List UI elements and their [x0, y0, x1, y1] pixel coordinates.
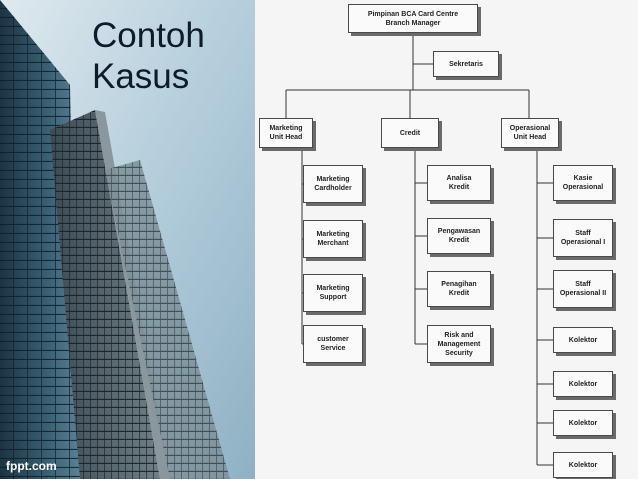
building-background-image — [0, 0, 255, 479]
node-department-1: Marketing Unit Head — [259, 118, 313, 148]
node-dept-3-child-7: Kolektor — [553, 452, 613, 478]
node-dept-2-child-2: Pengawasan Kredit — [427, 218, 491, 254]
node-dept-1-child-3: Marketing Support — [303, 274, 363, 312]
title-line-2: Kasus — [92, 57, 190, 96]
node-dept-2-child-4: Risk and Management Security — [427, 325, 491, 363]
node-dept-3-child-1: Kasie Operasional — [553, 165, 613, 201]
node-department-2: Credit — [381, 118, 439, 148]
watermark: fppt.com — [6, 459, 57, 473]
node-dept-3-child-2: Staff Operasional I — [553, 219, 613, 257]
node-dept-1-child-2: Marketing Merchant — [303, 220, 363, 258]
node-dept-1-child-1: Marketing Cardholder — [303, 165, 363, 203]
node-dept-3-child-3: Staff Operasional II — [553, 270, 613, 308]
slide-title: Contoh Kasus — [92, 15, 205, 97]
node-sekretaris: Sekretaris — [433, 51, 499, 77]
node-dept-2-child-1: Analisa Kredit — [427, 165, 491, 201]
node-dept-3-child-5: Kolektor — [553, 371, 613, 397]
node-department-3: Operasional Unit Head — [501, 118, 559, 148]
node-branch-manager: Pimpinan BCA Card Centre Branch Manager — [348, 4, 478, 33]
node-dept-1-child-4: customer Service — [303, 325, 363, 363]
title-line-1: Contoh — [92, 16, 205, 55]
org-chart-connectors — [285, 33, 553, 466]
node-dept-2-child-3: Penagihan Kredit — [427, 271, 491, 307]
node-dept-3-child-6: Kolektor — [553, 410, 613, 436]
node-dept-3-child-4: Kolektor — [553, 327, 613, 353]
